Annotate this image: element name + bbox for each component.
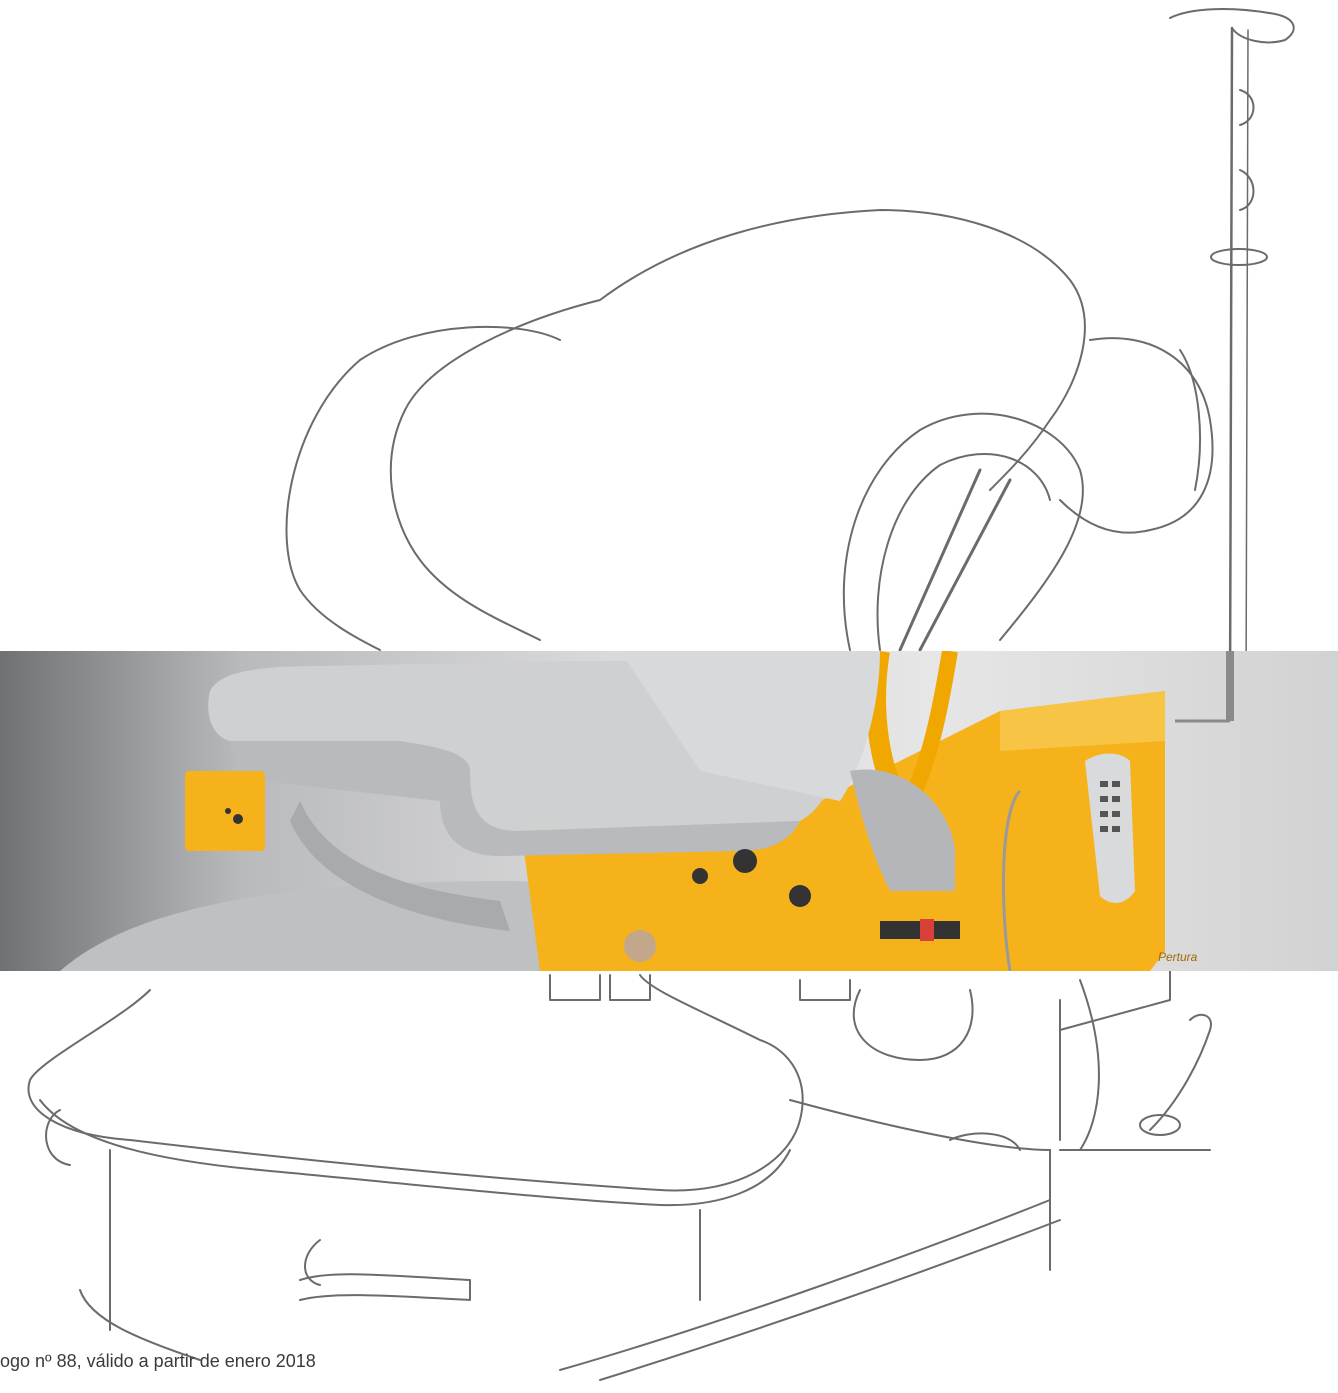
chair-photo <box>60 651 1234 971</box>
catalog-validity-note: ogo nº 88, válido a partir de enero 2018 <box>0 1351 316 1371</box>
brand-label: Pertura <box>1158 950 1198 964</box>
product-photo-band <box>0 651 1338 971</box>
